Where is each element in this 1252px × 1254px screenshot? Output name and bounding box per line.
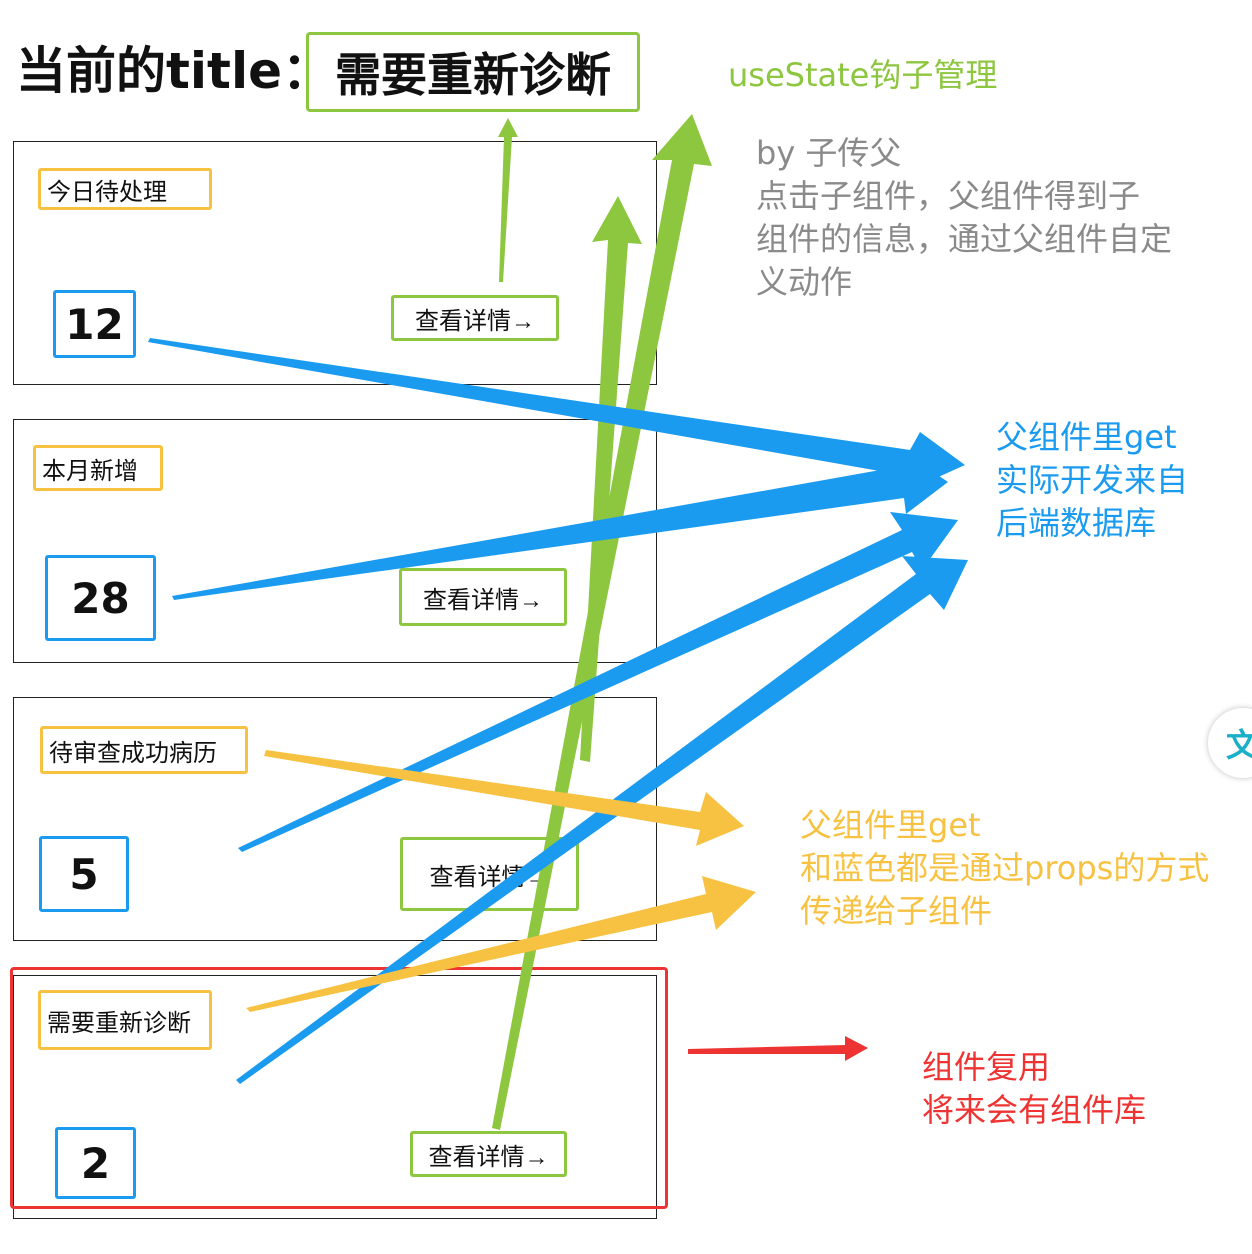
card-count: 2	[55, 1127, 136, 1199]
current-title-box: 需要重新诊断	[306, 32, 640, 112]
card-label: 本月新增	[33, 445, 163, 491]
view-details-button[interactable]: 查看详情→	[399, 568, 567, 626]
translate-icon[interactable]: 文	[1208, 708, 1252, 778]
note-line: 和蓝色都是通过props的方式	[800, 849, 1210, 887]
card-label: 需要重新诊断	[38, 990, 212, 1050]
note-line: 实际开发来自	[996, 461, 1189, 499]
red-arrow	[688, 1036, 868, 1061]
title-prefix: 当前的title：	[16, 42, 332, 100]
note-line: 组件复用	[922, 1048, 1051, 1086]
card-count: 5	[39, 836, 129, 912]
note-usestate-hook: useState钩子管理	[728, 56, 998, 94]
view-details-button[interactable]: 查看详情→	[391, 295, 559, 341]
note-line: 点击子组件，父组件得到子	[756, 177, 1141, 215]
note-parent-get-props: 父组件里get 和蓝色都是通过props的方式 传递给子组件	[800, 804, 1209, 933]
view-details-button[interactable]: 查看详情→	[410, 1131, 567, 1177]
translate-icon-glyph: 文	[1226, 726, 1252, 764]
note-line: 后端数据库	[996, 504, 1157, 542]
note-parent-get-backend: 父组件里get 实际开发来自 后端数据库	[996, 416, 1188, 545]
card-label: 待审查成功病历	[40, 726, 248, 774]
note-line: 父组件里get	[996, 418, 1177, 456]
note-line: 组件的信息，通过父组件自定	[756, 220, 1173, 258]
component-reuse-highlight	[10, 967, 668, 1209]
note-child-to-parent: by 子传父 点击子组件，父组件得到子 组件的信息，通过父组件自定 义动作	[756, 132, 1172, 304]
card-label: 今日待处理	[38, 168, 212, 210]
card-count: 12	[53, 290, 136, 358]
note-line: 传递给子组件	[800, 892, 993, 930]
note-line: 父组件里get	[800, 806, 981, 844]
note-line: by 子传父	[756, 134, 902, 172]
note-line: 将来会有组件库	[922, 1091, 1147, 1129]
card-count: 28	[45, 555, 156, 641]
view-details-button[interactable]: 查看详情→	[400, 837, 579, 911]
note-line: 义动作	[756, 263, 853, 301]
note-component-reuse: 组件复用 将来会有组件库	[922, 1046, 1146, 1132]
current-title-text: 需要重新诊断	[335, 48, 611, 102]
